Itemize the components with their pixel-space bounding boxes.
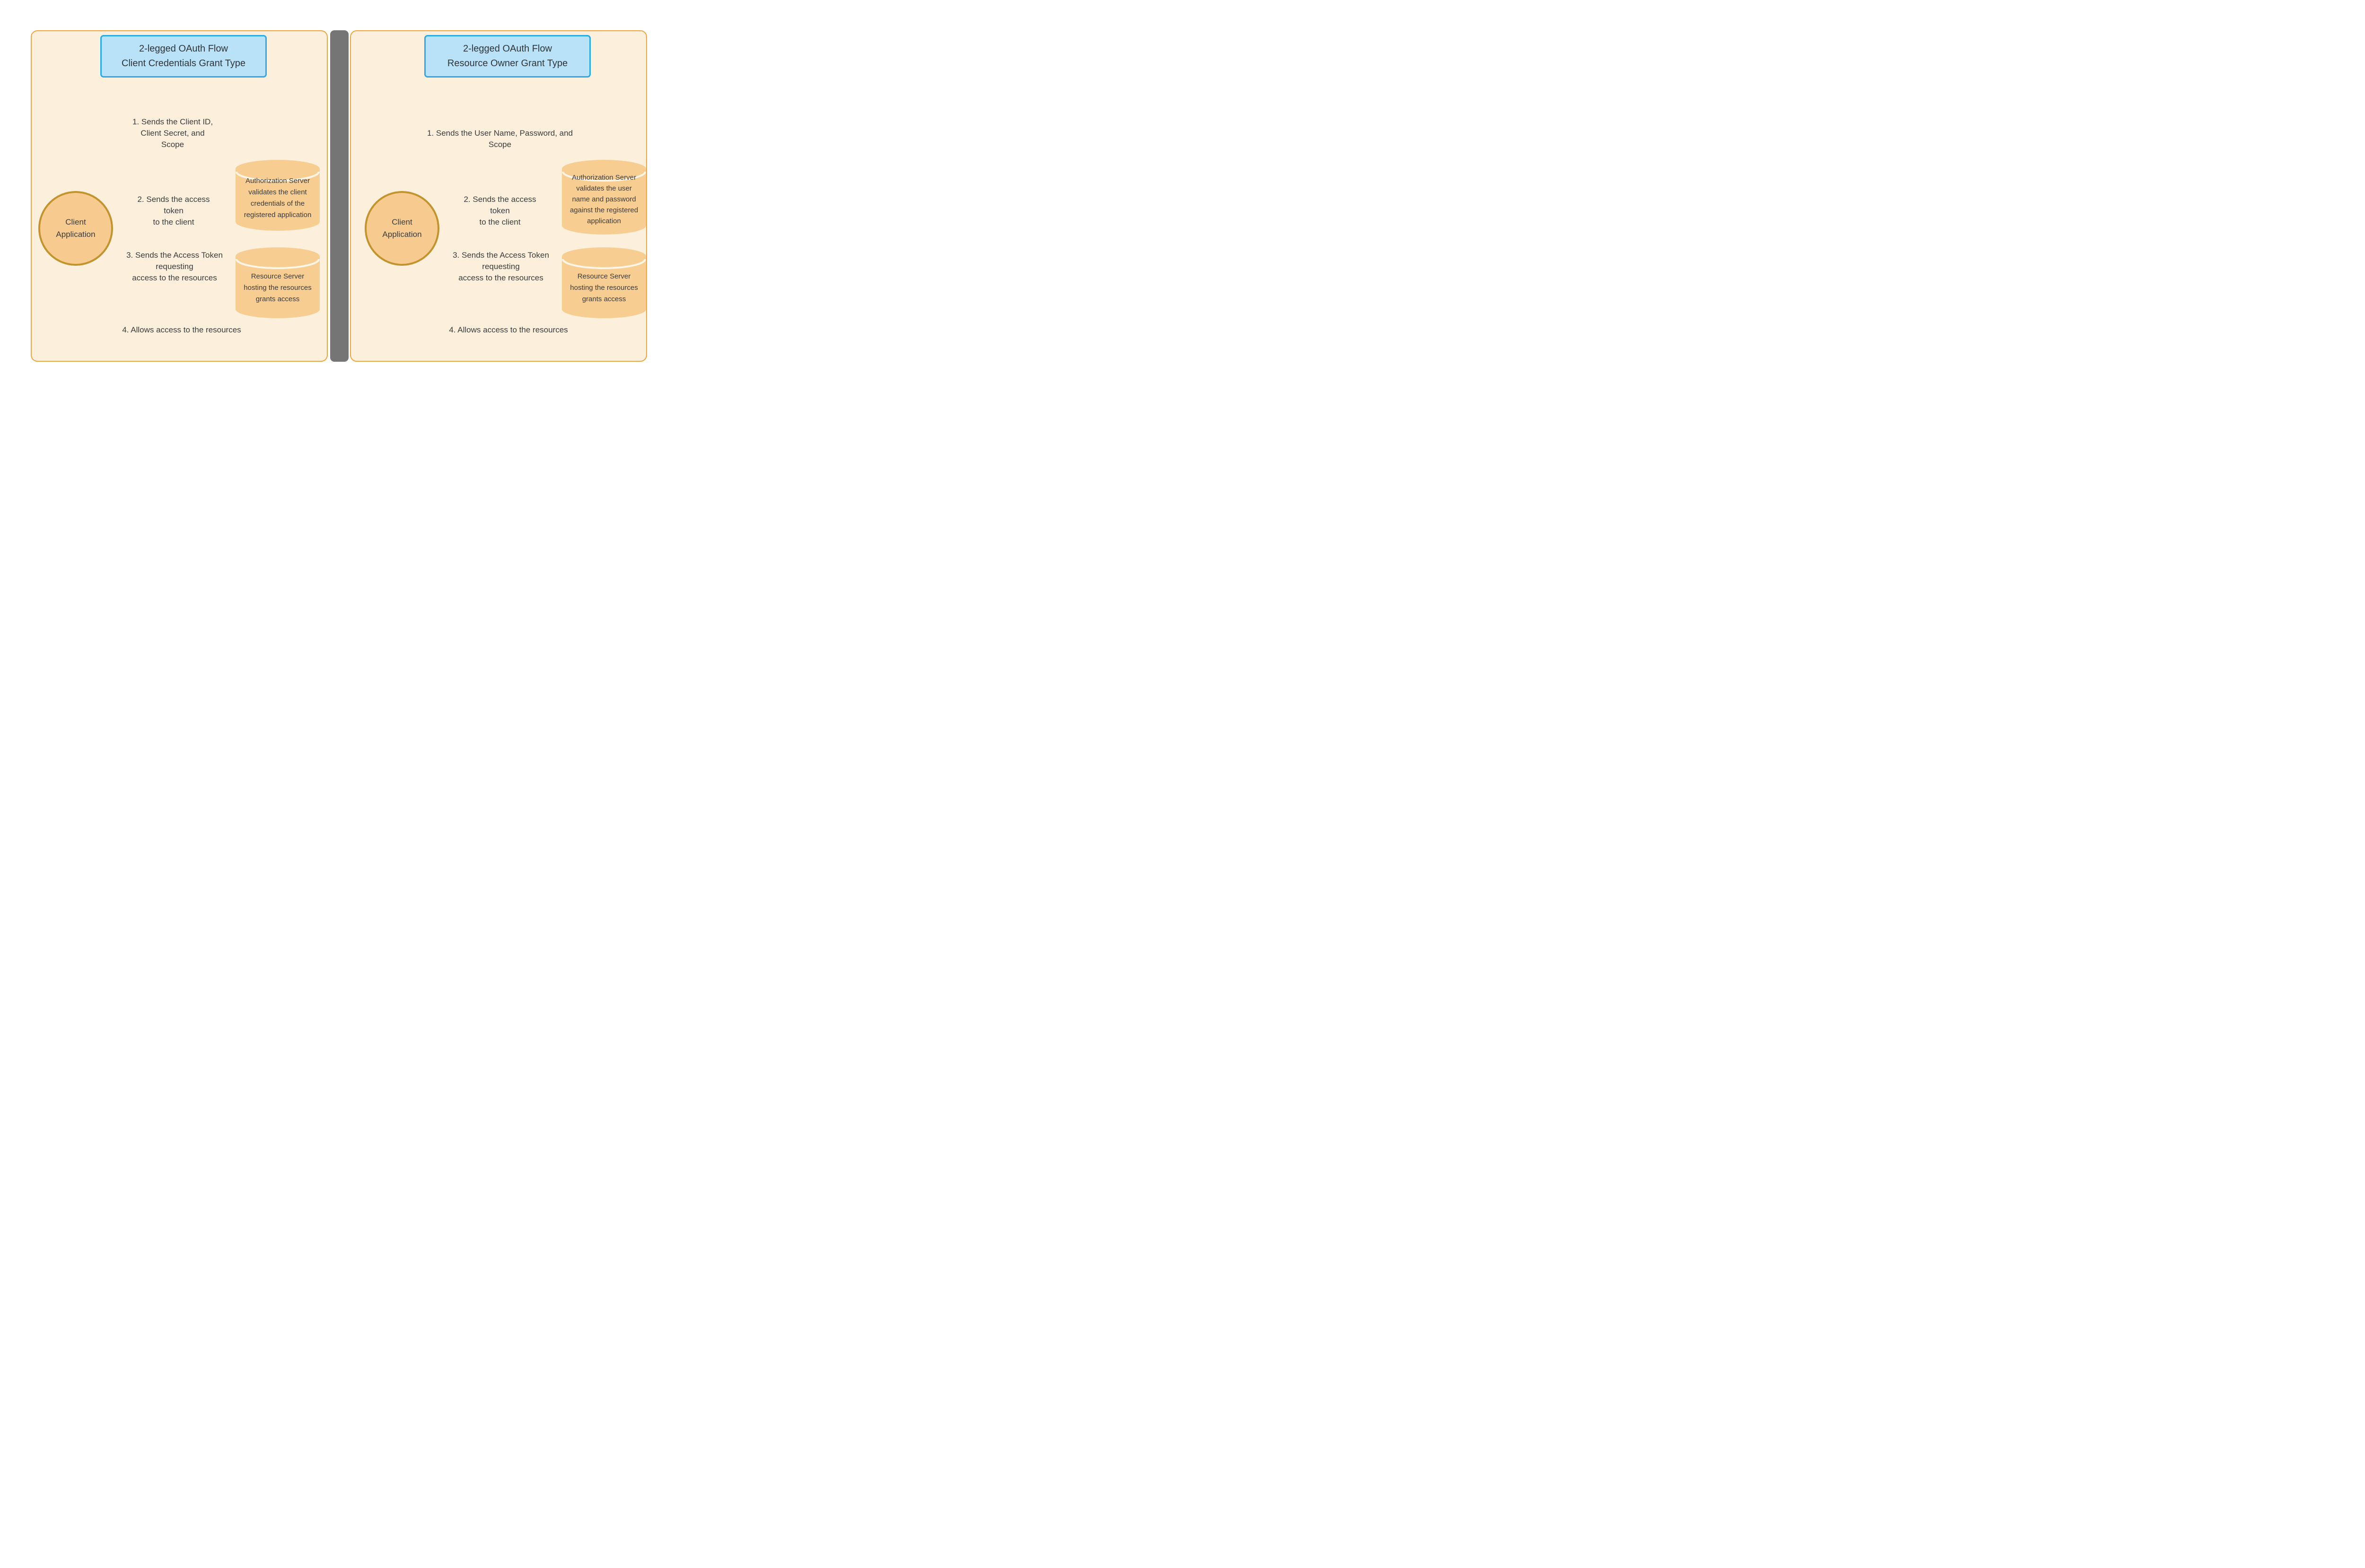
left-resource-server-cylinder-icon — [236, 247, 320, 318]
left-client-label: Client Application — [56, 218, 96, 239]
left-step3-label: 3. Sends the Access Token requesting acc… — [126, 251, 223, 282]
left-auth-server-label: Authorization Server validates the clien… — [244, 177, 312, 219]
right-title-box: 2-legged OAuth Flow Resource Owner Grant… — [424, 35, 591, 78]
left-title-box: 2-legged OAuth Flow Client Credentials G… — [100, 35, 267, 78]
right-step3-label: 3. Sends the Access Token requesting acc… — [453, 251, 549, 282]
right-client-application-node: Client Application — [365, 191, 439, 266]
right-step2-label: 2. Sends the access token to the client — [464, 195, 536, 226]
left-auth-server-cylinder-icon — [236, 160, 320, 231]
left-step4-label: 4. Allows access to the resources — [122, 325, 241, 334]
left-client-application-node: Client Application — [38, 191, 113, 266]
right-resource-server-label: Resource Server hosting the resources gr… — [570, 272, 638, 303]
right-resource-server-cylinder-icon — [562, 247, 646, 318]
left-step2-label: 2. Sends the access token to the client — [137, 195, 210, 226]
left-resource-server-label: Resource Server hosting the resources gr… — [244, 272, 312, 303]
left-title: 2-legged OAuth Flow Client Credentials G… — [122, 44, 245, 69]
right-step4-label: 4. Allows access to the resources — [449, 325, 568, 334]
oauth-flow-diagram: 2-legged OAuth Flow Client Credentials G… — [0, 0, 678, 392]
right-client-label: Client Application — [382, 218, 422, 239]
resource-owner-panel: 2-legged OAuth Flow Resource Owner Grant… — [350, 30, 647, 362]
right-auth-server-label: Authorization Server validates the user … — [569, 174, 639, 225]
panel-divider — [330, 30, 349, 362]
client-credentials-panel: 2-legged OAuth Flow Client Credentials G… — [31, 30, 328, 362]
right-step1-label: 1. Sends the User Name, Password, and Sc… — [427, 129, 573, 149]
right-title: 2-legged OAuth Flow Resource Owner Grant… — [447, 44, 568, 69]
left-step1-label: 1. Sends the Client ID, Client Secret, a… — [132, 117, 213, 149]
right-auth-server-cylinder-icon — [562, 160, 646, 235]
